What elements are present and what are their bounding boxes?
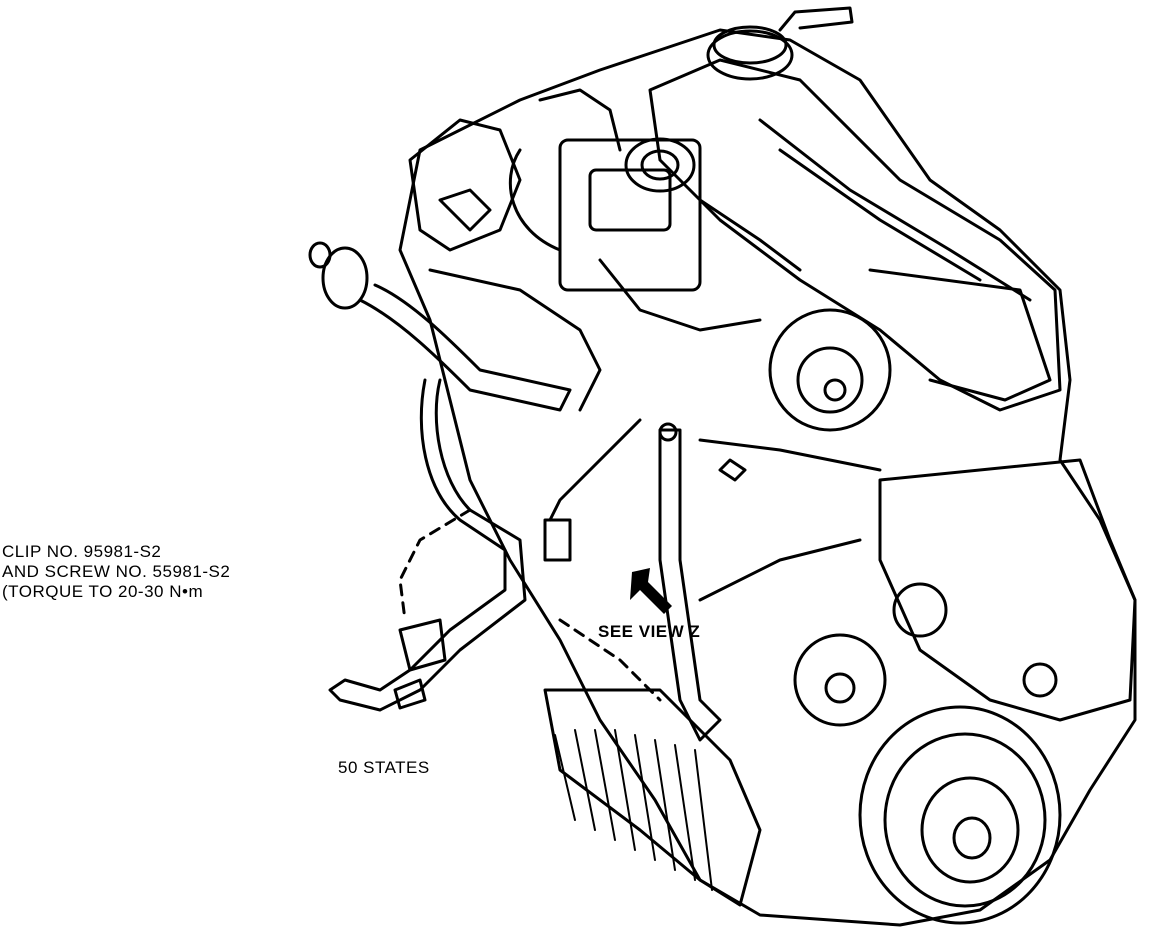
dipstick-tube xyxy=(658,428,722,742)
clip-callout-line-2: AND SCREW NO. 55981-S2 xyxy=(2,562,231,581)
intake-manifold xyxy=(408,118,522,252)
view-z-arrow xyxy=(630,568,672,614)
pcv-valve xyxy=(321,246,369,310)
clip-screw-callout: CLIP NO. 95981-S2 AND SCREW NO. 55981-S2… xyxy=(2,542,230,602)
bell-housing-hatching xyxy=(554,729,713,891)
fifty-states-label: 50 STATES xyxy=(338,758,430,777)
water-pump-pulley xyxy=(793,633,887,727)
see-view-z-label: SEE VIEW Z xyxy=(598,622,701,641)
carburetor xyxy=(558,138,702,292)
clip-callout-line-3: (TORQUE TO 20-30 N•m xyxy=(2,582,204,601)
oil-filler-cap xyxy=(706,29,794,81)
timing-cover xyxy=(878,458,1137,722)
clip-callout-line-1: CLIP NO. 95981-S2 xyxy=(2,542,162,561)
valve-cover xyxy=(648,58,1062,412)
engine-block-outline xyxy=(398,28,1137,927)
vent-hose xyxy=(328,378,527,712)
crankshaft-pulley xyxy=(858,705,1062,925)
alternator xyxy=(768,308,892,432)
pcv-hose xyxy=(358,283,572,412)
